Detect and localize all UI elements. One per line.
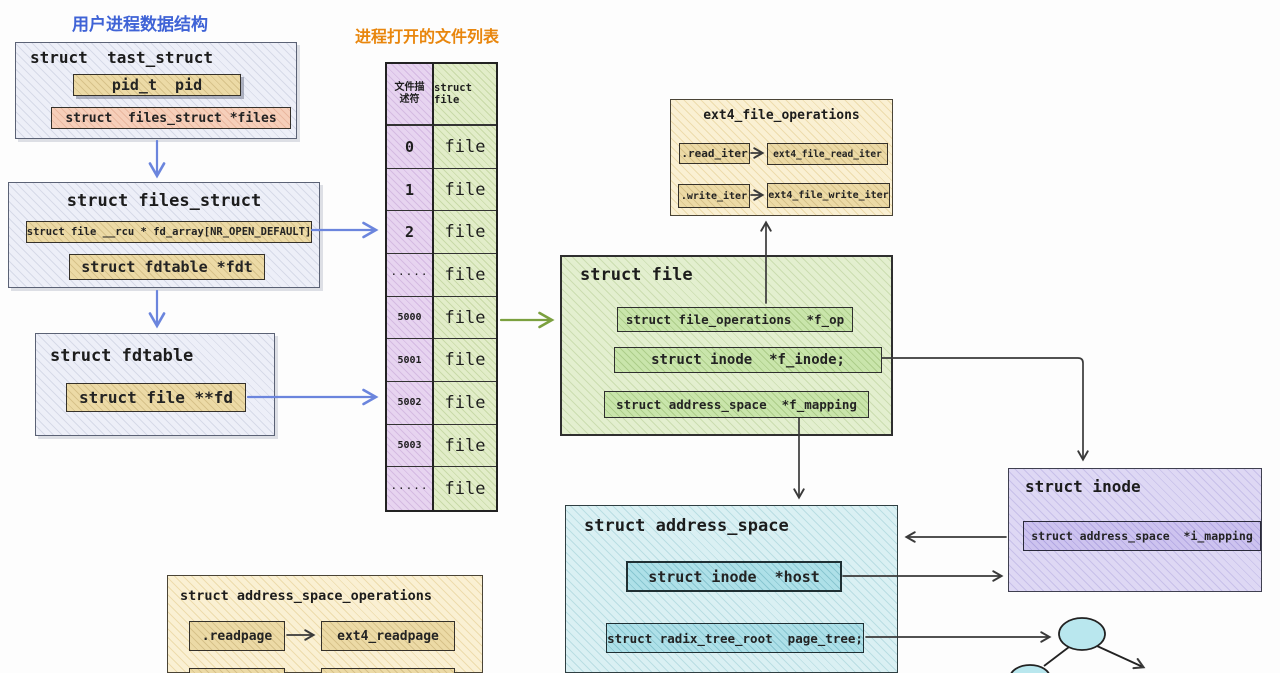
fd-number: 5002 — [387, 382, 434, 425]
fdtable-title: struct fdtable — [50, 346, 194, 366]
table-row: 5002 file — [387, 382, 496, 425]
address-space-operations-title: struct address_space_operations — [180, 588, 432, 604]
fd-pointer-field: struct file **fd — [66, 383, 246, 412]
file-cell: file — [434, 382, 496, 425]
fd-number: 0 — [387, 126, 434, 169]
ext4-file-read-iter: ext4_file_read_iter — [767, 143, 888, 165]
file-cell: file — [434, 126, 496, 169]
table-row: 5001 file — [387, 339, 496, 383]
host-field: struct inode *host — [626, 561, 842, 592]
file-cell: file — [434, 467, 496, 511]
table-row: ····· file — [387, 254, 496, 297]
readpage-op: .readpage — [189, 621, 285, 651]
table-row: 1 file — [387, 168, 496, 212]
fd-number: 5000 — [387, 296, 434, 340]
files-pointer-field: struct files_struct *files — [51, 107, 291, 129]
ext4-file-operations-box: ext4_file_operations .read_iter ext4_fil… — [670, 99, 893, 216]
fd-number: ····· — [387, 254, 434, 297]
fd-number: 2 — [387, 211, 434, 255]
write-iter-op: .write_iter — [678, 184, 750, 208]
cutoff-op-box — [189, 668, 285, 673]
fdt-pointer-field: struct fdtable *fdt — [69, 254, 265, 280]
files-struct-box: struct files_struct struct file __rcu * … — [8, 182, 320, 288]
f-op-field: struct file_operations *f_op — [617, 307, 853, 332]
title-process-open-files: 进程打开的文件列表 — [355, 27, 500, 46]
table-row: 5003 file — [387, 424, 496, 468]
radix-tree-right-edge — [1096, 645, 1146, 670]
file-cell: file — [434, 296, 496, 340]
open-file-table: 文件描述符 struct file 0 file 1 file 2 file ·… — [385, 62, 498, 512]
table-row: 0 file — [387, 126, 496, 169]
f-inode-field: struct inode *f_inode; — [614, 347, 882, 373]
file-column-header: struct file — [434, 64, 496, 126]
radix-tree-root-node — [1058, 617, 1106, 651]
struct-address-space-title: struct address_space — [584, 516, 789, 536]
pid-field: pid_t pid — [73, 74, 241, 96]
page-tree-field: struct radix_tree_root page_tree; — [606, 623, 864, 653]
struct-inode-title: struct inode — [1025, 477, 1141, 496]
cutoff-impl-box — [321, 668, 455, 673]
f-mapping-field: struct address_space *f_mapping — [604, 391, 869, 418]
radix-tree-left-edge — [1043, 646, 1070, 667]
file-cell: file — [434, 254, 496, 297]
read-iter-op: .read_iter — [679, 143, 750, 164]
file-cell: file — [434, 339, 496, 383]
table-header-row: 文件描述符 struct file — [387, 64, 496, 126]
fd-column-header: 文件描述符 — [387, 64, 434, 126]
ext4-readpage: ext4_readpage — [321, 621, 455, 651]
fdtable-box: struct fdtable struct file **fd — [35, 333, 275, 436]
struct-file-title: struct file — [580, 265, 693, 285]
struct-address-space-box: struct address_space struct inode *host … — [565, 505, 898, 673]
file-cell: file — [434, 168, 496, 212]
fd-array-field: struct file __rcu * fd_array[NR_OPEN_DEF… — [26, 221, 312, 243]
ext4-file-write-iter: ext4_file_write_iter — [767, 183, 890, 208]
fd-number: ····· — [387, 467, 434, 511]
task-struct-title: struct tast_struct — [30, 48, 214, 67]
fd-number: 5001 — [387, 339, 434, 383]
file-cell: file — [434, 211, 496, 255]
files-struct-title: struct files_struct — [66, 191, 262, 211]
i-mapping-field: struct address_space *i_mapping — [1023, 521, 1261, 551]
file-cell: file — [434, 424, 496, 468]
task-struct-box: struct tast_struct pid_t pid struct file… — [15, 42, 297, 139]
table-row: 5000 file — [387, 296, 496, 340]
radix-tree-child-node — [1010, 664, 1050, 673]
fd-number: 1 — [387, 168, 434, 212]
arrow-finode-to-inode — [881, 357, 1089, 462]
struct-file-box: struct file struct file_operations *f_op… — [560, 255, 893, 436]
title-user-process-structures: 用户进程数据结构 — [72, 15, 208, 35]
ext4-file-operations-title: ext4_file_operations — [703, 108, 860, 123]
fd-number: 5003 — [387, 424, 434, 468]
table-row: ····· file — [387, 467, 496, 511]
address-space-operations-box: struct address_space_operations .readpag… — [167, 575, 483, 673]
table-row: 2 file — [387, 211, 496, 255]
struct-inode-box: struct inode struct address_space *i_map… — [1008, 468, 1262, 592]
